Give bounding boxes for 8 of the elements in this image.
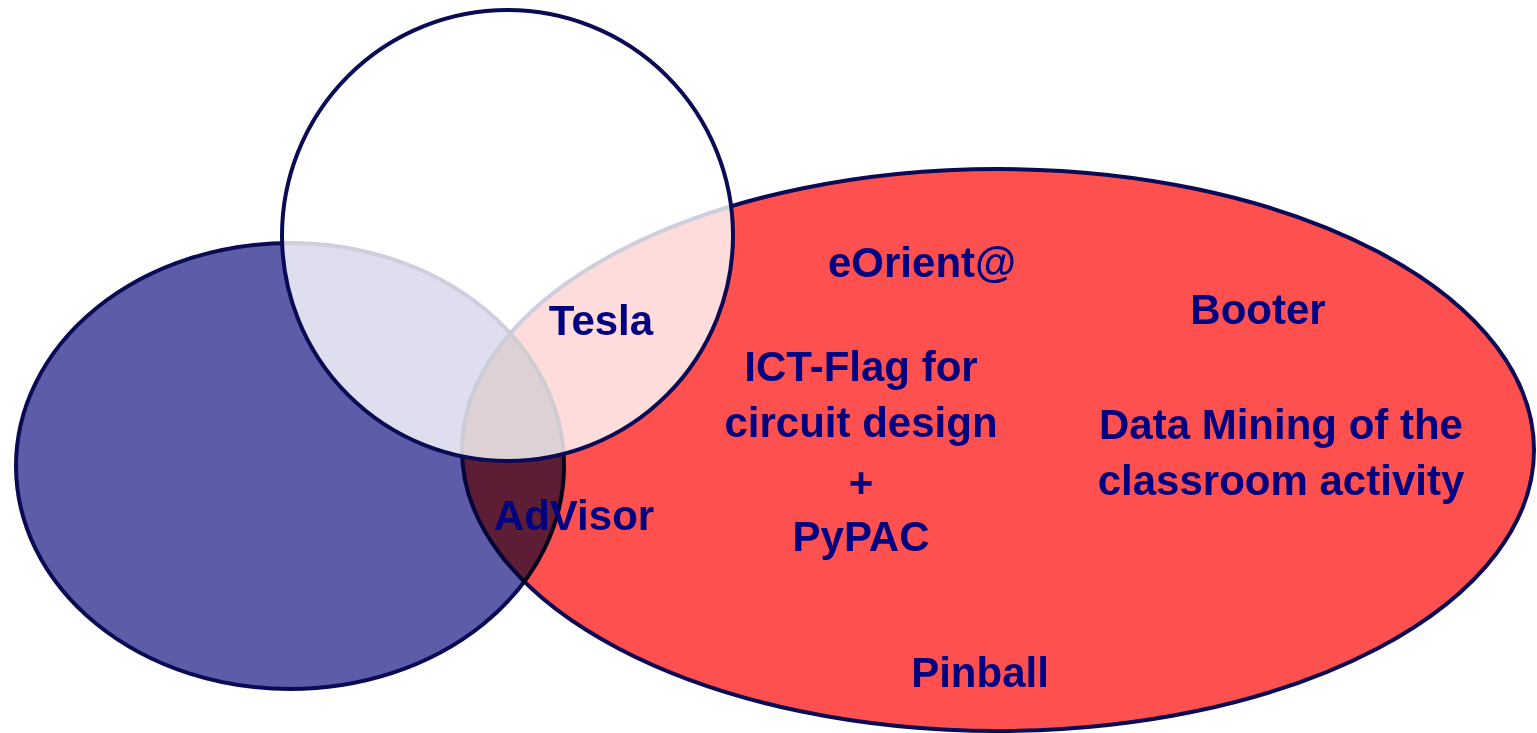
set-label: Data Mining of the classroom activity [1096, 400, 1466, 506]
set-label: Tesla [547, 296, 655, 346]
set-label: eOrient@ [827, 238, 1017, 288]
set-label: PyPAC [791, 512, 931, 562]
set-label: Booter [1189, 285, 1327, 335]
set-label: Pinball [910, 648, 1050, 698]
set-label: + [847, 458, 875, 508]
set-label: ICT-Flag for circuit design [723, 342, 999, 448]
